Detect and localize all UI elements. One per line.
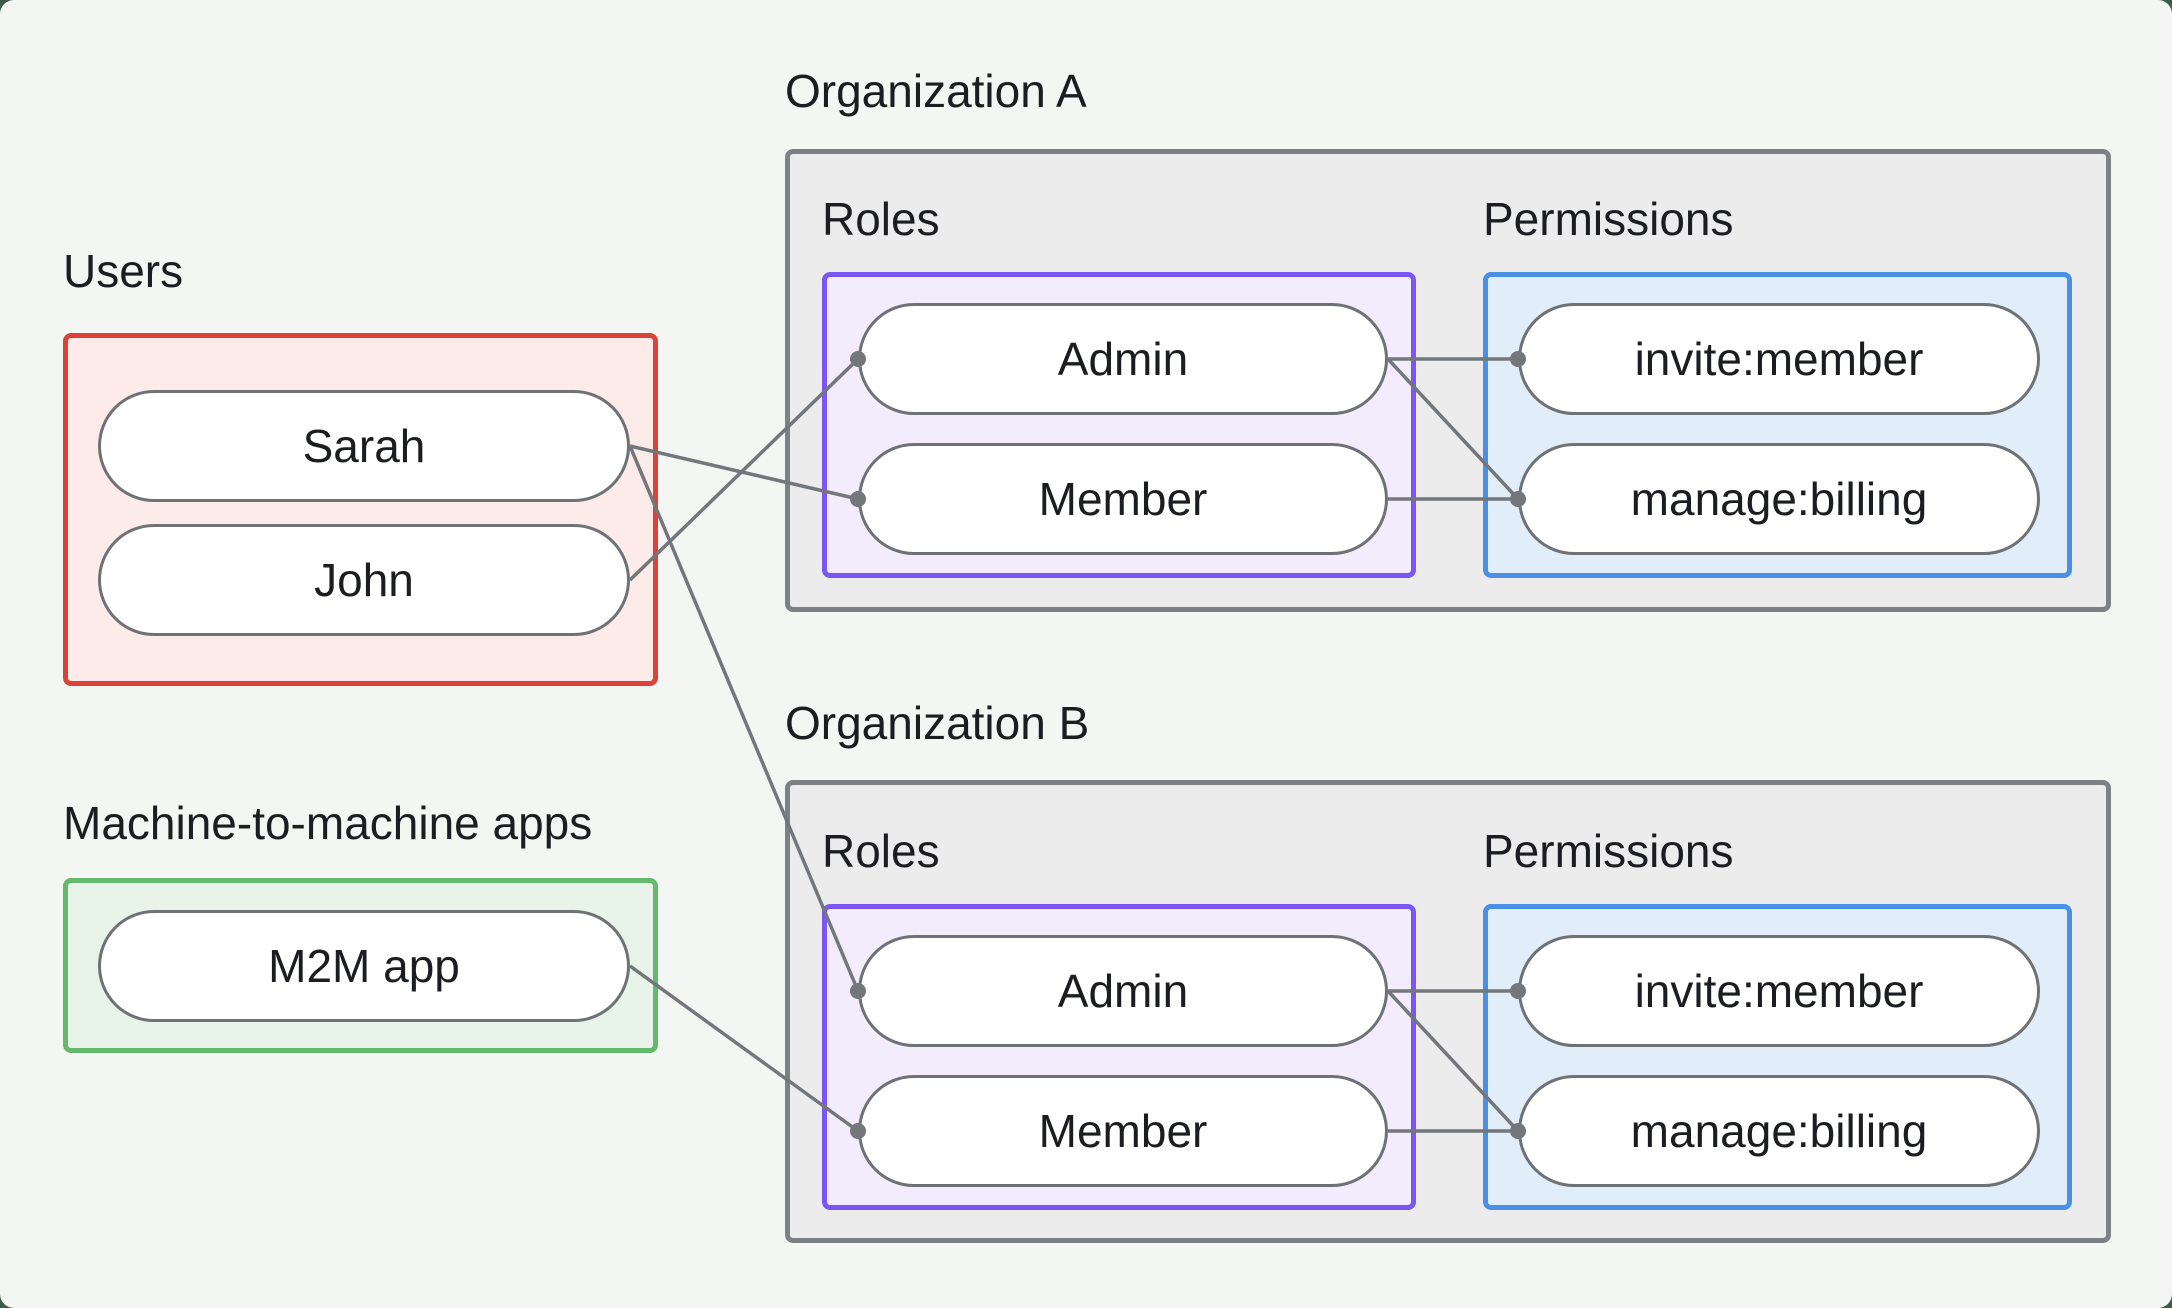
org-a-title: Organization A [785, 65, 1087, 117]
org-b-role-admin: Admin [858, 935, 1388, 1047]
org-b-role-admin-label: Admin [1057, 965, 1189, 1017]
m2m-section-label: Machine-to-machine apps [63, 797, 593, 849]
org-a-permission-manage-billing-label: manage:billing [1630, 473, 1928, 525]
org-b-role-member-label: Member [1038, 1105, 1208, 1157]
org-b-permission-invite-member-label: invite:member [1634, 965, 1924, 1017]
org-a-role-member-label: Member [1038, 473, 1208, 525]
org-b-permission-manage-billing: manage:billing [1518, 1075, 2040, 1187]
org-b-roles-label: Roles [822, 825, 940, 877]
users-section-label: Users [63, 245, 184, 297]
user-node-john: John [98, 524, 630, 636]
org-b-permission-manage-billing-label: manage:billing [1630, 1105, 1928, 1157]
org-a-permission-manage-billing: manage:billing [1518, 443, 2040, 555]
org-a-permission-invite-member: invite:member [1518, 303, 2040, 415]
org-a-permissions-label: Permissions [1483, 193, 1734, 245]
org-a-permission-invite-member-label: invite:member [1634, 333, 1924, 385]
user-node-john-label: John [314, 554, 414, 606]
org-a-roles-label: Roles [822, 193, 940, 245]
user-node-sarah: Sarah [98, 390, 630, 502]
org-b-permissions-label: Permissions [1483, 825, 1734, 877]
org-b-title: Organization B [785, 697, 1090, 749]
org-a-role-admin-label: Admin [1057, 333, 1189, 385]
m2m-app-node-label: M2M app [268, 940, 460, 992]
org-a-role-member: Member [858, 443, 1388, 555]
org-b-role-member: Member [858, 1075, 1388, 1187]
org-a-role-admin: Admin [858, 303, 1388, 415]
m2m-app-node: M2M app [98, 910, 630, 1022]
org-b-permission-invite-member: invite:member [1518, 935, 2040, 1047]
user-node-sarah-label: Sarah [302, 420, 426, 472]
